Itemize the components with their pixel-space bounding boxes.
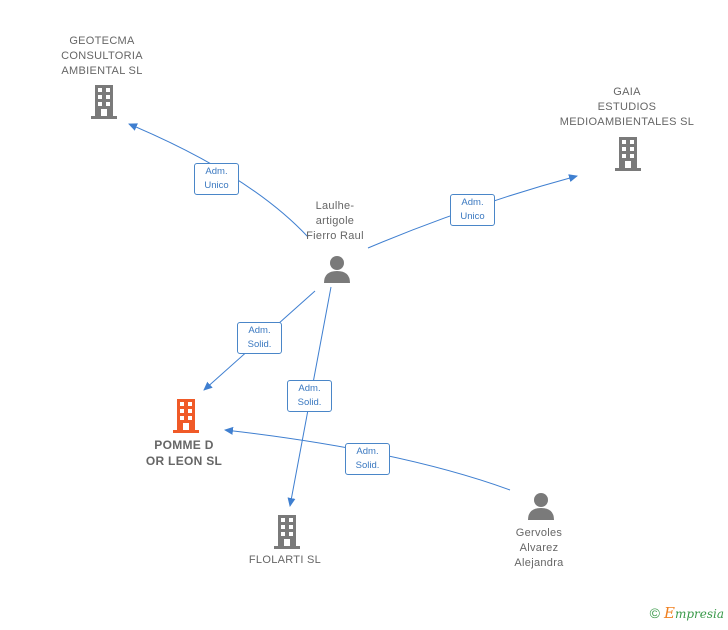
edge-label-adm-solid: Adm. Solid. [237, 322, 282, 354]
person-label-laulhe[interactable]: Laulhe- artigole Fierro Raul [306, 200, 364, 242]
edge-label-adm-unico: Adm. Unico [194, 163, 239, 195]
brand-footer: ©Empresia [650, 604, 724, 622]
building-icon[interactable] [612, 136, 644, 172]
brand-logo: Empresia [663, 604, 724, 622]
edge-label-adm-solid: Adm. Solid. [287, 380, 332, 412]
building-icon[interactable] [88, 84, 120, 120]
company-label-florarti[interactable]: FLOLARTI SL [248, 554, 322, 566]
building-icon[interactable] [271, 514, 303, 550]
person-label-gervoles[interactable]: Gervoles Alvarez Alejandra [514, 527, 564, 569]
company-label-pomme[interactable]: POMME D OR LEON SL [145, 438, 223, 468]
company-label-geotecma[interactable]: GEOTECMA CONSULTORIA AMBIENTAL SL [61, 35, 143, 77]
edge-label-adm-solid: Adm. Solid. [345, 443, 390, 475]
person-icon[interactable] [322, 254, 352, 284]
company-label-gaia[interactable]: GAIA ESTUDIOS MEDIOAMBIENTALES SL [559, 86, 695, 128]
copyright-icon: © [649, 605, 660, 621]
edge-label-adm-unico: Adm. Unico [450, 194, 495, 226]
person-icon[interactable] [526, 491, 556, 521]
building-icon[interactable] [170, 398, 202, 434]
